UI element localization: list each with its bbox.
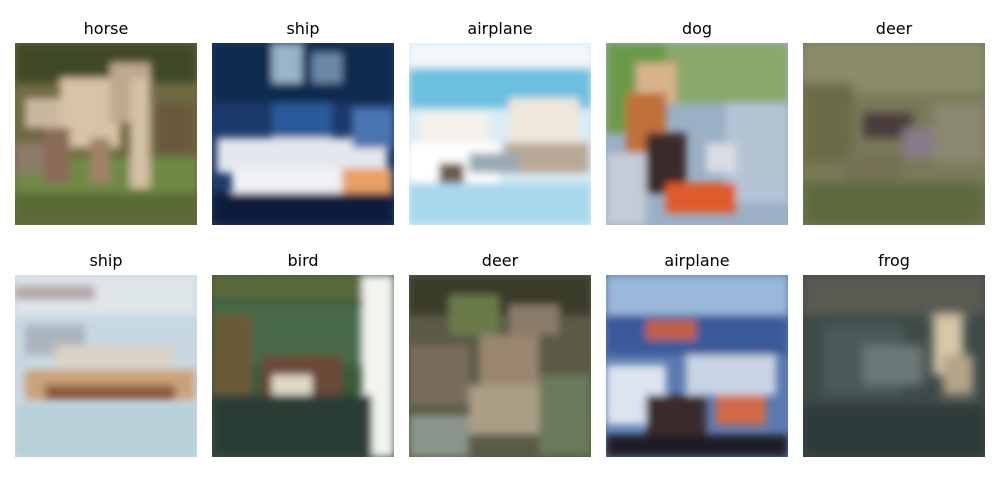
tile-label-bird: bird <box>287 251 319 270</box>
tile-image-bird <box>212 275 394 457</box>
tile-label-ship: ship <box>89 251 123 270</box>
tile-image-deer <box>409 275 591 457</box>
tile-image-frog <box>803 275 985 457</box>
tile-label-airplane: airplane <box>664 251 730 270</box>
tile-image-airplane <box>606 275 788 457</box>
tile-image-ship <box>15 275 197 457</box>
tile-image-airplane <box>409 43 591 225</box>
tile-image-horse <box>15 43 197 225</box>
tile-label-airplane: airplane <box>467 19 533 38</box>
tile-image-dog <box>606 43 788 225</box>
tile-label-ship: ship <box>286 19 320 38</box>
tile-label-frog: frog <box>878 251 910 270</box>
tile-label-dog: dog <box>681 19 713 38</box>
tile-image-ship <box>212 43 394 225</box>
tile-image-deer <box>803 43 985 225</box>
tile-label-deer: deer <box>481 251 519 270</box>
tile-label-horse: horse <box>83 19 129 38</box>
tile-label-deer: deer <box>875 19 913 38</box>
